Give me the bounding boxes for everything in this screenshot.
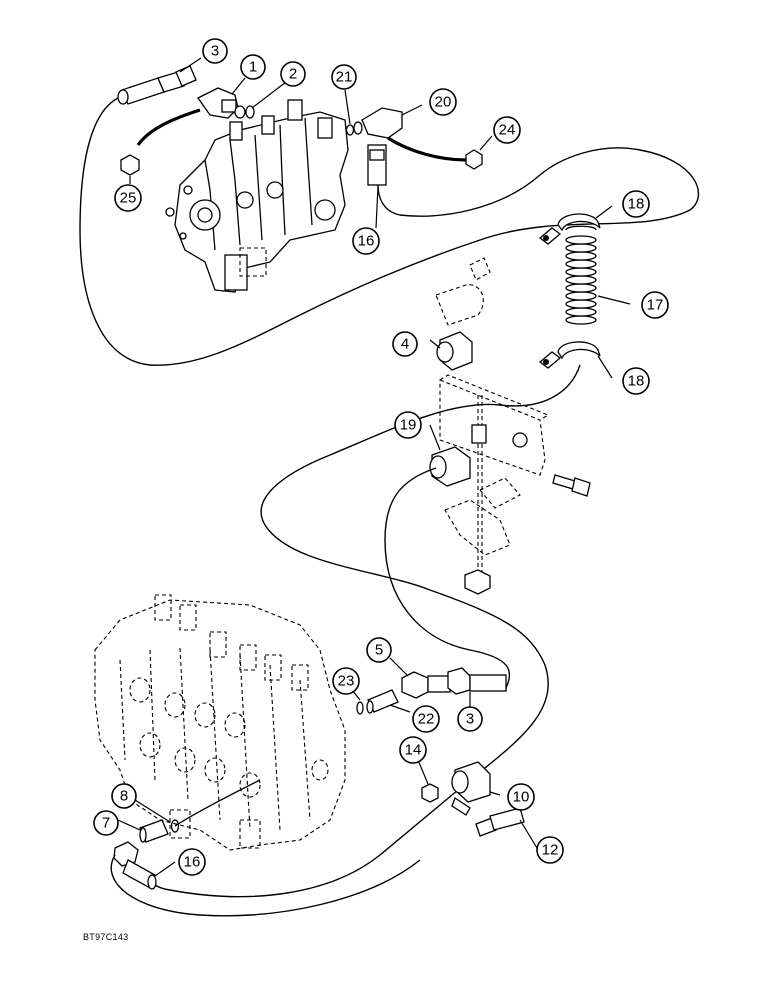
callout-21: 21 xyxy=(331,64,357,90)
svg-text:12: 12 xyxy=(542,842,559,859)
svg-text:16: 16 xyxy=(358,233,375,250)
nut-24 xyxy=(465,149,483,170)
nut-14 xyxy=(421,783,439,803)
hose-fitting-16-lower xyxy=(113,841,157,890)
svg-text:22: 22 xyxy=(418,711,435,728)
callout-3-lower: 3 xyxy=(457,706,483,732)
svg-text:14: 14 xyxy=(405,742,422,759)
callout-18-top: 18 xyxy=(622,190,650,218)
callout-1: 1 xyxy=(240,54,266,80)
hose-fitting-3-lower xyxy=(427,667,507,695)
leader-lines xyxy=(117,57,631,877)
callout-12: 12 xyxy=(536,836,564,864)
callout-4: 4 xyxy=(392,331,418,357)
spring-guard-17 xyxy=(565,225,597,325)
bracket-bolt xyxy=(552,474,591,497)
svg-text:16: 16 xyxy=(184,854,201,871)
hose-clip-4 xyxy=(436,331,473,371)
callout-7: 7 xyxy=(93,810,119,836)
tee-fitting-1 xyxy=(197,87,246,119)
adapter-22 xyxy=(366,689,399,714)
short-hose-top-right xyxy=(387,136,467,162)
upper-control-valve xyxy=(165,99,349,293)
callout-23: 23 xyxy=(332,667,360,695)
callout-14: 14 xyxy=(399,736,427,764)
mounting-bracket xyxy=(435,257,550,595)
hose-clip-19 xyxy=(429,446,471,487)
nut-25 xyxy=(120,154,140,176)
callout-18-bottom: 18 xyxy=(622,367,650,395)
callout-17: 17 xyxy=(641,291,669,319)
lower-return-hose xyxy=(110,854,421,917)
tee-fitting-20 xyxy=(353,107,403,139)
svg-text:3: 3 xyxy=(466,711,474,728)
callout-20: 20 xyxy=(429,88,457,116)
svg-text:1: 1 xyxy=(249,59,257,76)
bolt-12 xyxy=(475,807,525,837)
o-ring-8 xyxy=(170,819,180,833)
adapter-7 xyxy=(139,819,169,843)
callout-25: 25 xyxy=(114,184,142,212)
long-hose-upper-loop xyxy=(79,97,700,366)
hose-clip-10 xyxy=(451,761,491,816)
callout-5: 5 xyxy=(366,637,392,663)
svg-text:2: 2 xyxy=(289,66,297,83)
short-hose-top-left xyxy=(136,108,201,146)
svg-text:10: 10 xyxy=(513,789,530,806)
swivel-nut-5 xyxy=(401,671,429,699)
callout-16-lower: 16 xyxy=(178,848,206,876)
svg-text:7: 7 xyxy=(102,815,110,832)
svg-text:23: 23 xyxy=(338,673,355,690)
svg-text:18: 18 xyxy=(628,196,645,213)
svg-text:17: 17 xyxy=(647,297,664,314)
callout-22: 22 xyxy=(412,705,440,733)
svg-text:24: 24 xyxy=(499,122,516,139)
callout-3-top: 3 xyxy=(202,38,228,64)
svg-text:20: 20 xyxy=(435,94,452,111)
svg-text:8: 8 xyxy=(120,788,128,805)
hose-clamp-18-top xyxy=(538,213,601,245)
svg-text:3: 3 xyxy=(211,43,219,60)
svg-text:19: 19 xyxy=(400,417,417,434)
o-ring-21 xyxy=(345,124,355,136)
lower-small-hose xyxy=(174,779,261,827)
middle-hose-b xyxy=(384,467,510,691)
drawing-reference-code: BT97C143 xyxy=(83,932,129,942)
hose-fitting-3-top xyxy=(117,65,197,105)
callout-10: 10 xyxy=(507,783,535,811)
svg-text:4: 4 xyxy=(401,336,409,353)
o-ring-2 xyxy=(245,105,255,119)
callout-24: 24 xyxy=(493,116,521,144)
callout-19: 19 xyxy=(394,411,422,439)
svg-text:18: 18 xyxy=(628,373,645,390)
svg-text:21: 21 xyxy=(336,69,353,86)
callout-16-top: 16 xyxy=(352,227,380,255)
o-ring-23 xyxy=(356,701,364,715)
hose-fitting-16-top xyxy=(367,144,387,186)
svg-text:5: 5 xyxy=(375,642,383,659)
callout-8: 8 xyxy=(111,783,137,809)
hose-clamp-18-bottom xyxy=(538,341,601,369)
svg-text:25: 25 xyxy=(120,190,137,207)
lower-control-valve xyxy=(94,594,346,851)
callout-2: 2 xyxy=(280,61,306,87)
